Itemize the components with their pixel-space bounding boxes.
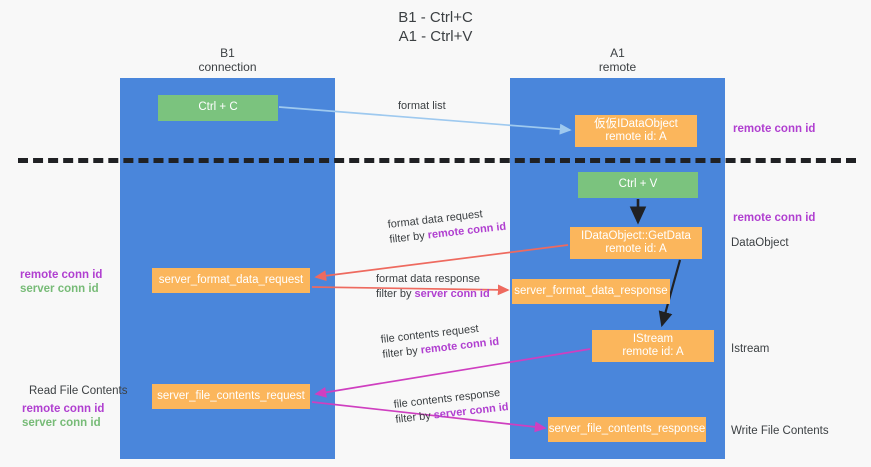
label-file-contents-response-filter-prefix: filter by — [394, 409, 435, 426]
column-header-a1-name: A1 — [610, 46, 625, 60]
annotation-left-conn-ids-bottom: remote conn id server conn id — [22, 402, 104, 430]
arrow-file-contents-response — [311, 401, 547, 433]
node-server-file-contents-request[interactable]: server_file_contents_request — [152, 384, 310, 409]
annotation-remote-conn-id-top: remote conn id — [733, 123, 816, 135]
column-header-a1-role: remote — [598, 60, 637, 74]
label-format-data-request-filter-prefix: filter by — [388, 229, 429, 246]
arrow-format-data-response — [311, 284, 510, 296]
node-idataobject-line-1: 仮仮IDataObject — [594, 117, 678, 130]
node-ctrl-v[interactable]: Ctrl + V — [578, 172, 698, 198]
phase-separator — [18, 158, 856, 163]
arrow-format-list — [278, 106, 572, 135]
label-format-list-text: format list — [398, 100, 446, 112]
annotation-remote-conn-id-mid: remote conn id — [733, 212, 816, 224]
annotation-left-server-conn-id-bottom: server conn id — [22, 417, 101, 429]
node-istream-line-2: remote id: A — [622, 346, 684, 358]
label-format-data-response-filter-prefix: filter by — [376, 288, 415, 300]
annotation-left-remote-conn-id-mid: remote conn id — [20, 269, 103, 281]
annotation-dataobject: DataObject — [731, 237, 789, 249]
column-header-b1-role: connection — [198, 60, 257, 74]
arrow-getdata-to-istream — [658, 259, 682, 328]
node-istream-line-1: IStream — [632, 332, 674, 345]
node-server-file-contents-response-label: server_file_contents_response — [548, 422, 706, 435]
arrow-file-contents-request — [314, 348, 591, 398]
node-istream[interactable]: IStream remote id: A — [592, 330, 714, 362]
page-title: B1 - Ctrl+C A1 - Ctrl+V — [0, 8, 871, 46]
annotation-left-conn-ids-mid: remote conn id server conn id — [20, 268, 102, 296]
annotation-istream: Istream — [731, 343, 770, 355]
label-format-data-response-text: format data response — [376, 273, 480, 285]
node-server-format-data-response[interactable]: server_format_data_response — [512, 279, 670, 304]
annotation-write-file-contents: Write File Contents — [731, 425, 829, 437]
node-idataobject[interactable]: 仮仮IDataObject remote id: A — [575, 115, 697, 147]
node-ctrl-c-label: Ctrl + C — [198, 101, 238, 114]
annotation-read-file-contents: Read File Contents — [29, 385, 128, 397]
node-getdata-line-1: IDataObject::GetData — [581, 229, 691, 242]
node-ctrl-c[interactable]: Ctrl + C — [158, 95, 278, 121]
annotation-left-server-conn-id-mid: server conn id — [20, 283, 99, 295]
annotation-left-remote-conn-id-bottom: remote conn id — [22, 403, 105, 415]
node-server-file-contents-response[interactable]: server_file_contents_response — [548, 417, 706, 442]
node-server-format-data-request[interactable]: server_format_data_request — [152, 268, 310, 293]
node-server-format-data-request-label: server_format_data_request — [158, 273, 304, 286]
node-getdata-line-2: remote id: A — [605, 243, 667, 255]
node-ctrl-v-label: Ctrl + V — [618, 178, 658, 191]
label-file-contents-request-filter-prefix: filter by — [381, 344, 422, 361]
page-title-line-2: A1 - Ctrl+V — [398, 28, 473, 45]
label-format-data-response: format data response filter by server co… — [376, 272, 490, 302]
node-server-format-data-response-label: server_format_data_response — [514, 284, 668, 297]
label-format-data-response-filter-key: server conn id — [414, 288, 490, 300]
node-idataobject-getdata[interactable]: IDataObject::GetData remote id: A — [570, 227, 702, 259]
arrow-format-data-request — [314, 244, 569, 282]
node-idataobject-line-2: remote id: A — [605, 131, 667, 143]
column-header-a1: A1 remote — [510, 46, 725, 74]
label-format-data-response-filter: filter by server conn id — [376, 287, 490, 302]
column-header-b1: B1 connection — [120, 46, 335, 74]
page-title-line-1: B1 - Ctrl+C — [398, 9, 473, 26]
column-header-b1-name: B1 — [220, 46, 235, 60]
node-server-file-contents-request-label: server_file_contents_request — [157, 389, 305, 402]
label-format-list: format list — [398, 99, 446, 114]
